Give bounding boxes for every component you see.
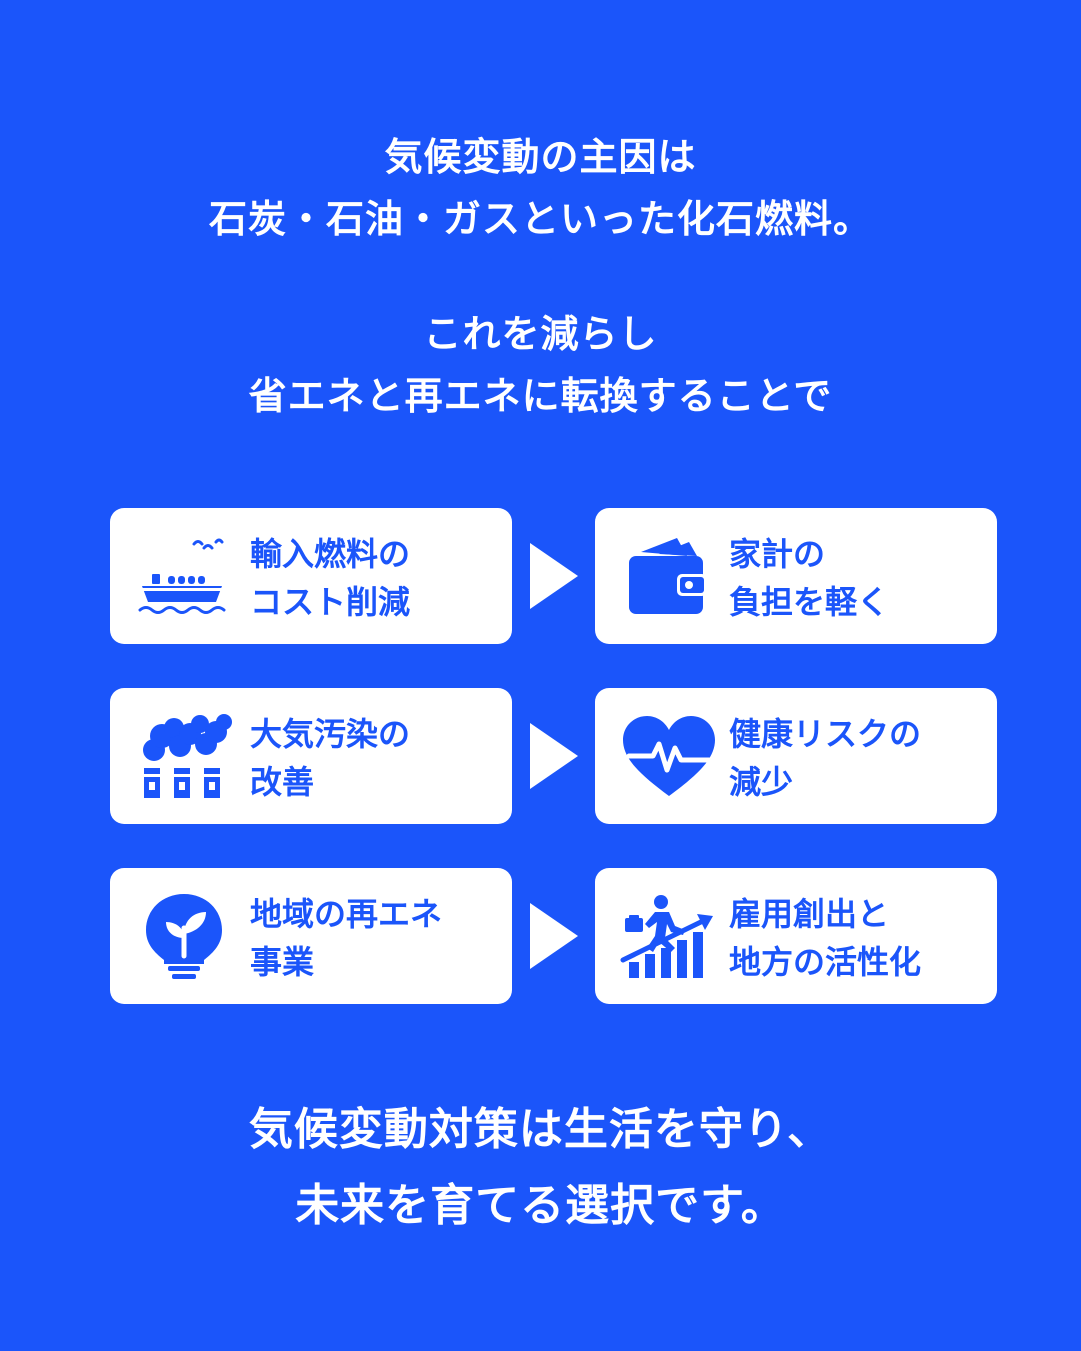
card-label-line-1: 地域の再エネ	[250, 895, 443, 933]
card-label: 大気汚染の 改善	[250, 710, 410, 806]
card-label-line-2: 地方の活性化	[729, 943, 922, 981]
card-label-line-2: 減少	[729, 763, 794, 801]
card-label-line-2: 事業	[250, 943, 315, 981]
card-label: 健康リスクの 減少	[729, 710, 921, 806]
lightbulb-sprout-icon	[134, 890, 234, 982]
businessman-growth-icon	[619, 890, 719, 982]
card-label-line-1: 輸入燃料の	[250, 535, 411, 573]
closing-line-1: 気候変動対策は生活を守り、	[248, 1104, 833, 1155]
right-arrow-icon	[528, 901, 580, 971]
card-label: 家計の 負担を軽く	[729, 530, 889, 626]
card-household-burden: 家計の 負担を軽く	[595, 508, 997, 644]
card-health-risk: 健康リスクの 減少	[595, 688, 997, 824]
cargo-ship-icon	[134, 530, 234, 622]
wallet-icon	[619, 530, 719, 622]
card-air-pollution: 大気汚染の 改善	[110, 688, 512, 824]
middle-line-2: 省エネと再エネに転換することで	[248, 374, 833, 418]
card-label: 雇用創出と 地方の活性化	[729, 890, 921, 986]
card-label: 地域の再エネ 事業	[250, 890, 442, 986]
card-local-renewable: 地域の再エネ 事業	[110, 868, 512, 1004]
card-job-creation: 雇用創出と 地方の活性化	[595, 868, 997, 1004]
card-label-line-1: 家計の	[729, 535, 826, 573]
card-import-fuel-cost: 輸入燃料の コスト削減	[110, 508, 512, 644]
intro-line-2: 石炭・石油・ガスといった化石燃料。	[208, 197, 872, 241]
heart-pulse-icon	[619, 710, 719, 802]
card-label-line-1: 健康リスクの	[729, 715, 922, 753]
closing-line-2: 未来を育てる選択です。	[295, 1180, 786, 1231]
card-label-line-1: 大気汚染の	[250, 715, 411, 753]
card-label-line-2: コスト削減	[250, 583, 411, 621]
right-arrow-icon	[528, 721, 580, 791]
card-label-line-2: 改善	[250, 763, 315, 801]
card-label-line-2: 負担を軽く	[729, 583, 890, 621]
card-label: 輸入燃料の コスト削減	[250, 530, 410, 626]
closing-heading: 気候変動対策は生活を守り、 未来を育てる選択です。	[0, 1092, 1081, 1244]
intro-line-1: 気候変動の主因は	[384, 135, 697, 179]
right-arrow-icon	[528, 541, 580, 611]
factory-smoke-icon	[134, 710, 234, 802]
card-label-line-1: 雇用創出と	[729, 895, 890, 933]
intro-heading: 気候変動の主因は 石炭・石油・ガスといった化石燃料。	[0, 126, 1081, 250]
middle-heading: これを減らし 省エネと再エネに転換することで	[0, 303, 1081, 427]
middle-line-1: これを減らし	[423, 312, 658, 356]
